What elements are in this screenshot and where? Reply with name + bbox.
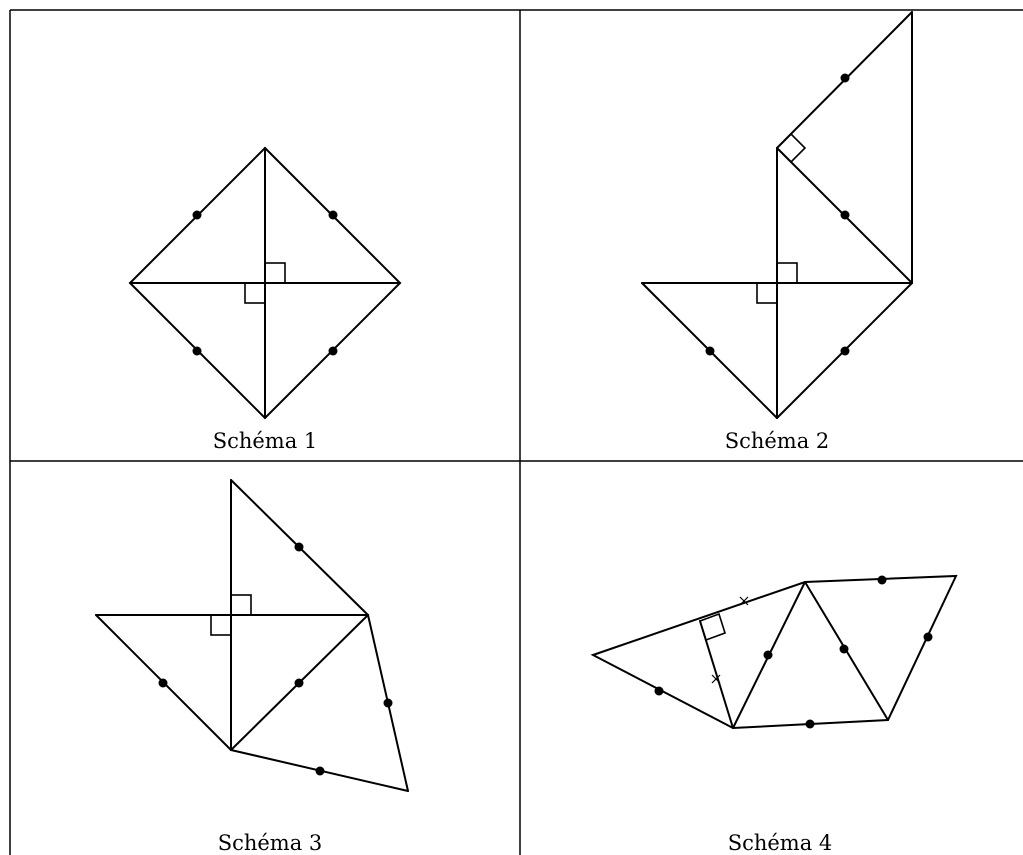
schema-1-equal-side-mark — [329, 211, 338, 220]
schema-2-right-angle-mark-lower — [757, 283, 777, 303]
schema-1: Schéma 1 — [130, 148, 400, 453]
schema-3-equal-side-mark — [316, 767, 325, 776]
schema-2-right-angle-mark-upper — [777, 263, 797, 283]
schema-4-equal-side-mark — [655, 687, 664, 696]
schema-4-equal-side-mark — [840, 645, 849, 654]
schema-2: Schéma 2 — [642, 12, 912, 453]
grid-frame — [10, 10, 1023, 855]
schema-1-equal-side-mark — [329, 347, 338, 356]
schema-2-equal-side-mark — [841, 74, 850, 83]
schema-4-equal-side-mark — [878, 576, 887, 585]
schema-2-equal-side-mark — [706, 347, 715, 356]
schema-4-caption: Schéma 4 — [728, 831, 833, 855]
schema-1-right-angle-mark-lower — [245, 283, 265, 303]
schema-2-right-angle-mark-top — [777, 134, 805, 162]
schema-4-equal-side-mark — [806, 720, 815, 729]
schema-2-equal-side-mark — [841, 211, 850, 220]
schema-3-equal-side-mark — [384, 699, 393, 708]
schema-1-right-angle-mark-upper — [265, 263, 285, 283]
schema-4-outline — [593, 576, 956, 728]
schema-3-equal-side-mark — [295, 679, 304, 688]
schema-1-equal-side-mark — [193, 211, 202, 220]
schema-2-caption: Schéma 2 — [725, 429, 830, 453]
schema-3-right-angle-mark-upper — [231, 595, 251, 615]
schema-2-equal-side-mark — [841, 347, 850, 356]
schema-4-equal-side-mark — [764, 651, 773, 660]
schema-3-caption: Schéma 3 — [218, 831, 323, 855]
schema-3-equal-side-mark — [295, 543, 304, 552]
schema-3-right-angle-mark-lower — [211, 615, 231, 635]
schema-3-equal-side-mark — [159, 679, 168, 688]
schema-1-equal-side-mark — [193, 347, 202, 356]
schema-1-caption: Schéma 1 — [213, 429, 318, 453]
schema-3: Schéma 3 — [96, 480, 408, 855]
schema-4: Schéma 4 — [593, 576, 956, 855]
schema-4-equal-side-mark — [924, 633, 933, 642]
